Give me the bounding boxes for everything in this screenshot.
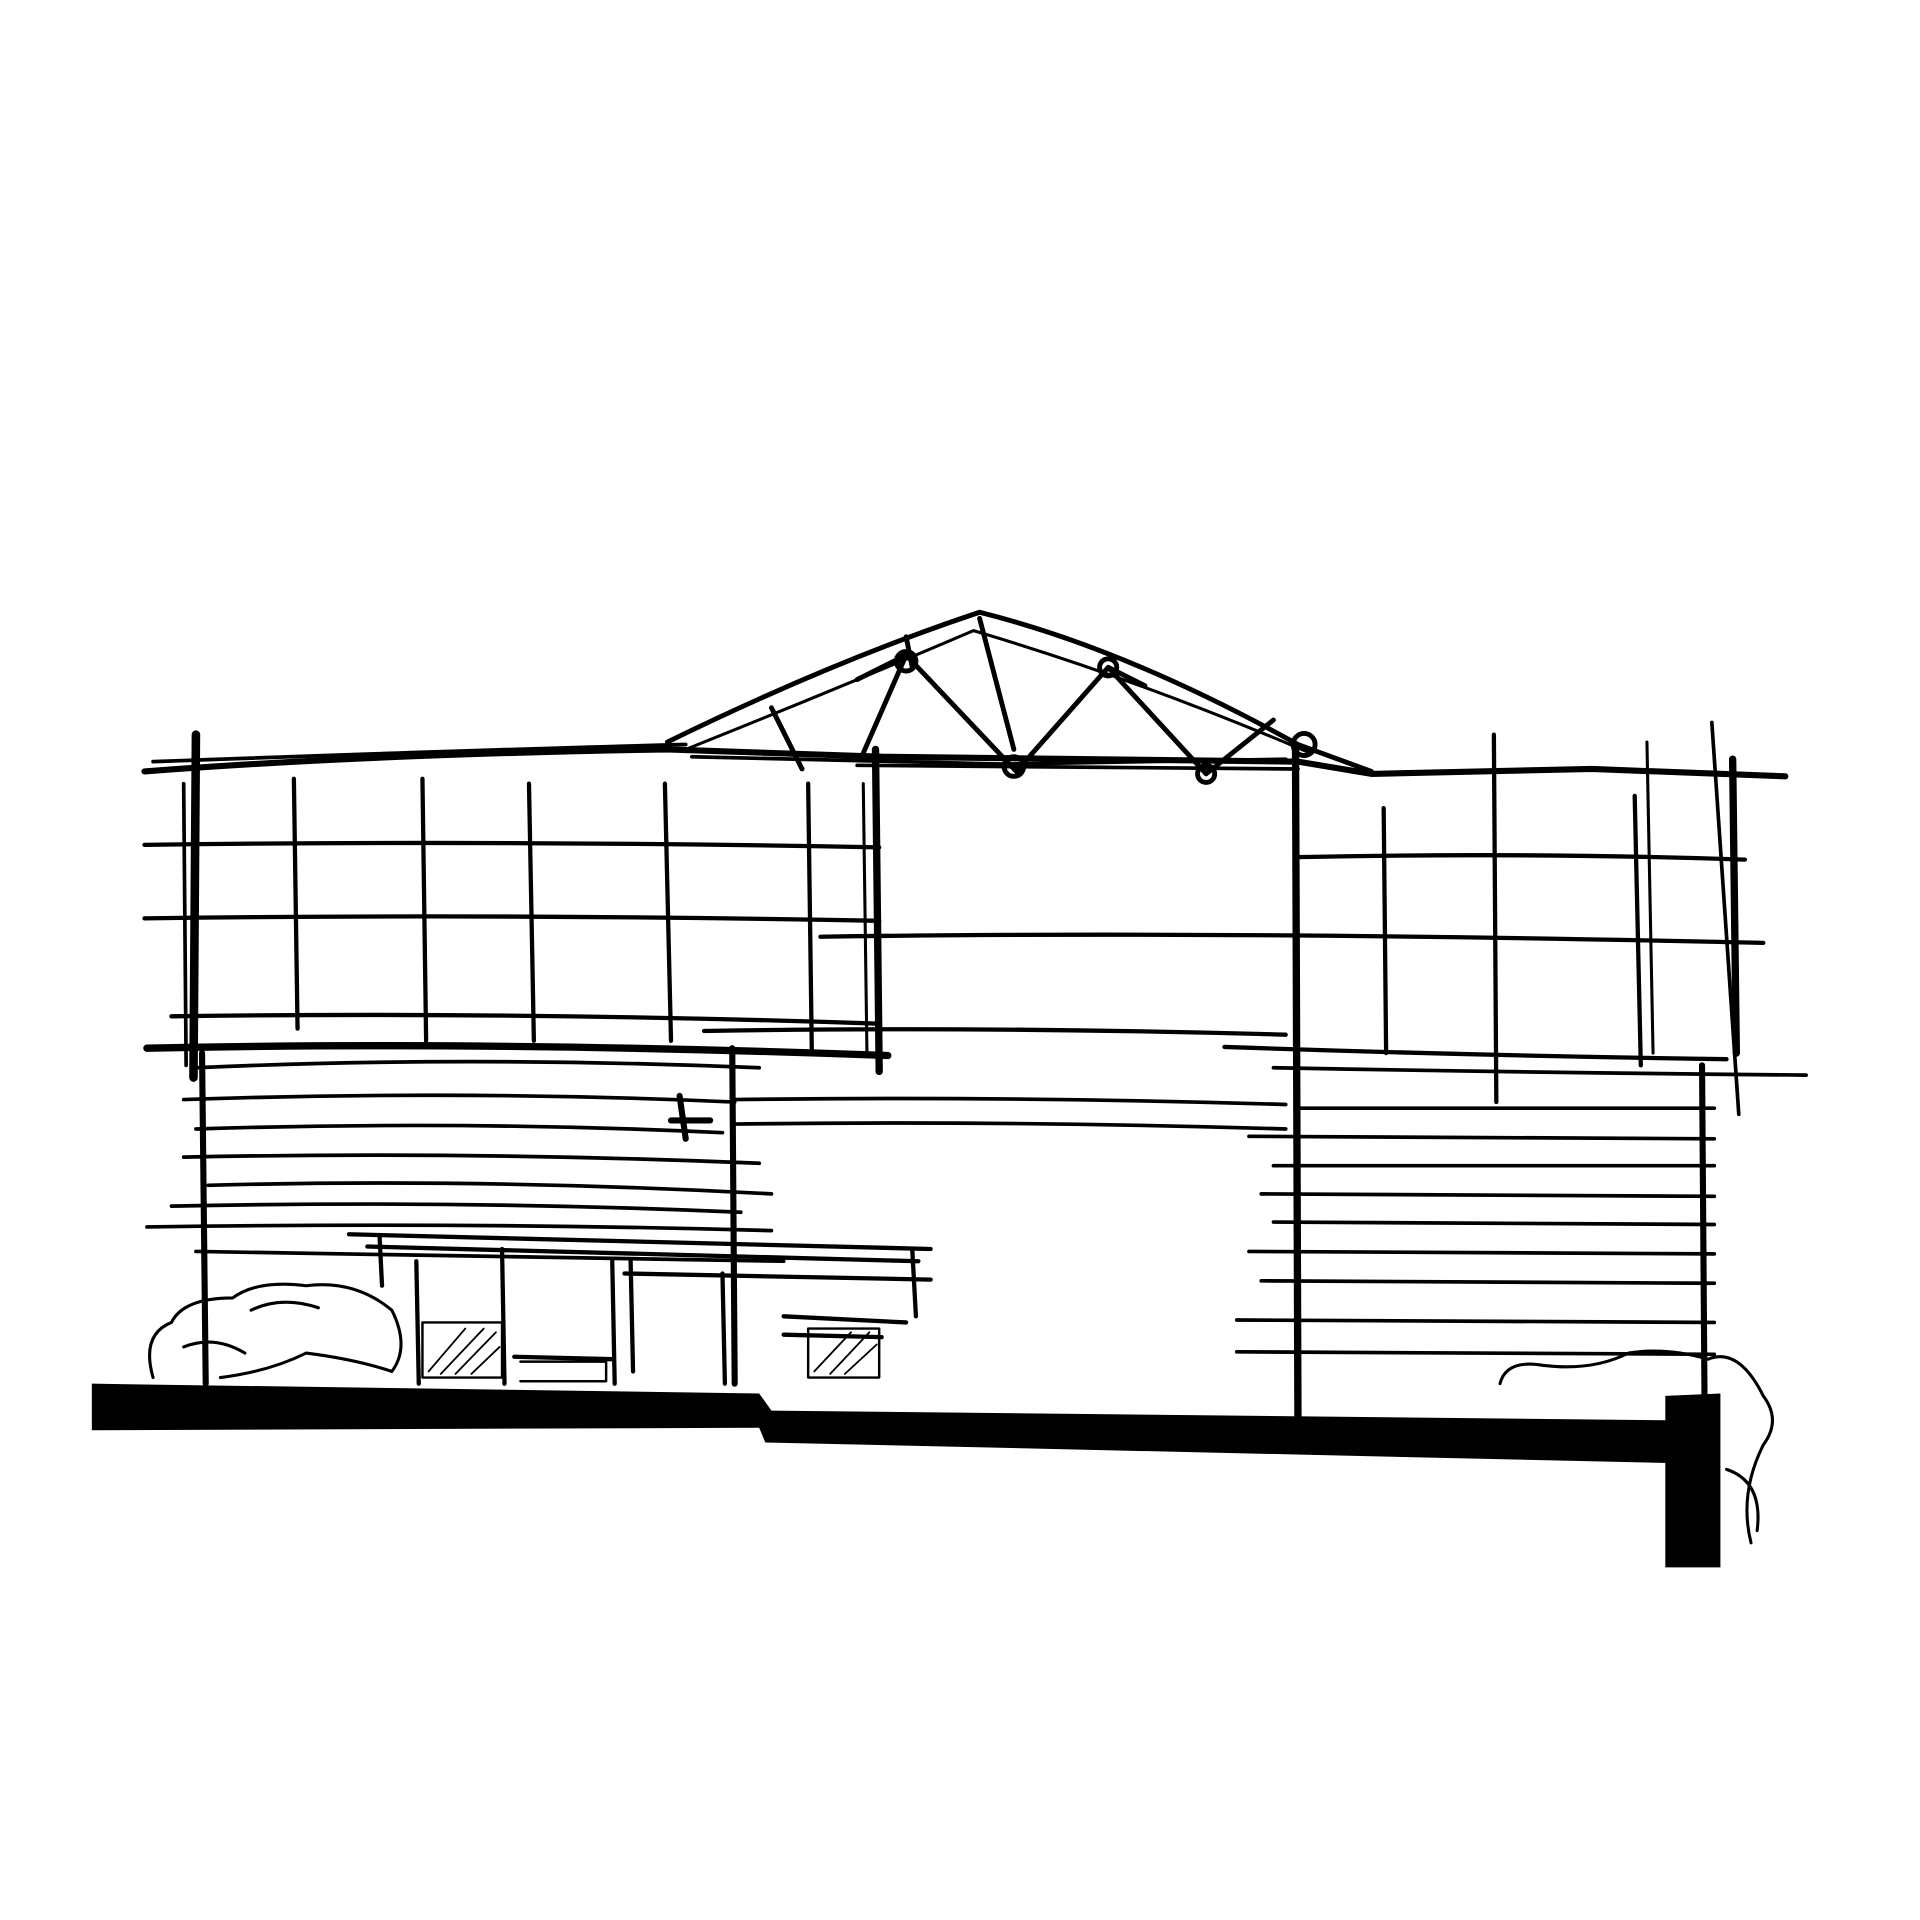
- truss-joint: [1097, 656, 1120, 679]
- ground-slab: [91, 1383, 1721, 1568]
- retaining-wall: [1665, 1393, 1721, 1568]
- roof-truss: [664, 609, 1374, 785]
- right-upper-grid: [701, 720, 1808, 1425]
- shrubs: [148, 1282, 1774, 1545]
- right-lower-cladding: [1234, 1062, 1717, 1399]
- truss-joint: [1001, 754, 1027, 779]
- interior-furniture: [346, 1232, 933, 1386]
- roof-line: [141, 742, 1789, 780]
- middle-cladding: [732, 1096, 1288, 1131]
- left-lower-cladding: [145, 1045, 786, 1387]
- truss-joint: [1290, 731, 1318, 758]
- left-upper-grid: [142, 730, 892, 1082]
- truss-joint: [1195, 762, 1218, 785]
- truss-joint: [893, 648, 919, 674]
